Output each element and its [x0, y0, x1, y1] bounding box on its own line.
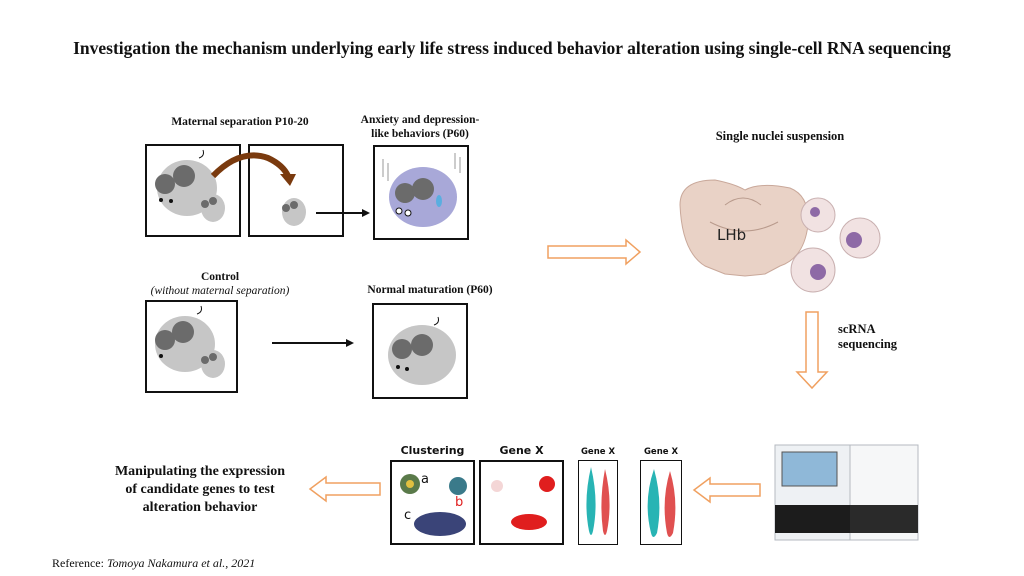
separated-pup-illustration [282, 198, 306, 226]
manipulation-line-2: of candidate genes to test [125, 482, 275, 497]
gene-x-expression-panel [479, 460, 564, 545]
cluster-c-label: c [404, 508, 412, 523]
mother-pup-mice-illustration [155, 149, 225, 222]
control-mice-illustration [155, 305, 225, 378]
reference-prefix: Reference: [52, 556, 107, 570]
reference-citation: Tomoya Nakamura et al., 2021 [106, 556, 256, 570]
anxiety-outcome-label: Anxiety and depression-like behaviors (P… [360, 114, 480, 140]
lhb-region-label: LHb [717, 226, 747, 244]
gene-x-title-1: Gene X [499, 444, 544, 457]
violin-plot-1 [586, 467, 610, 535]
clustering-panel [390, 460, 475, 545]
reference-text: Reference: Tomoya Nakamura et al., 2021 [52, 556, 255, 571]
clustering-plot [400, 474, 467, 536]
maternal-separation-label: Maternal separation P10-20 [171, 116, 309, 128]
normal-mouse-box [372, 303, 468, 399]
gene-x-title-2: Gene X [580, 447, 616, 457]
control-mice-box [145, 300, 238, 393]
gene-x-title-3: Gene X [643, 447, 679, 457]
violin-panel-1 [578, 460, 618, 545]
cluster-a-label: a [421, 472, 429, 487]
separated-pup-box [248, 144, 344, 237]
control-sublabel: (without maternal separation) [150, 285, 290, 297]
mother-with-pup-box [145, 144, 241, 237]
violin-plot-2 [647, 469, 676, 537]
stressed-mouse-illustration [382, 153, 461, 227]
cluster-b-label: b [455, 495, 464, 510]
manipulation-line-1: Manipulating the expression [114, 464, 286, 479]
manipulation-line-3: alteration behavior [142, 500, 258, 515]
page-title: Investigation the mechanism underlying e… [73, 38, 951, 58]
violin-panel-2 [640, 460, 682, 545]
anxiety-mouse-box [373, 145, 469, 240]
control-label: Control [200, 271, 240, 283]
sequencing-label: sequencing [838, 337, 898, 351]
gene-x-expression-plot [491, 476, 555, 530]
clustering-title: Clustering [400, 444, 465, 457]
normal-mouse-illustration [388, 316, 456, 385]
suspension-label: Single nuclei suspension [715, 129, 845, 143]
normal-maturation-label: Normal maturation (P60) [367, 284, 493, 296]
scrna-label: scRNA [838, 322, 876, 336]
